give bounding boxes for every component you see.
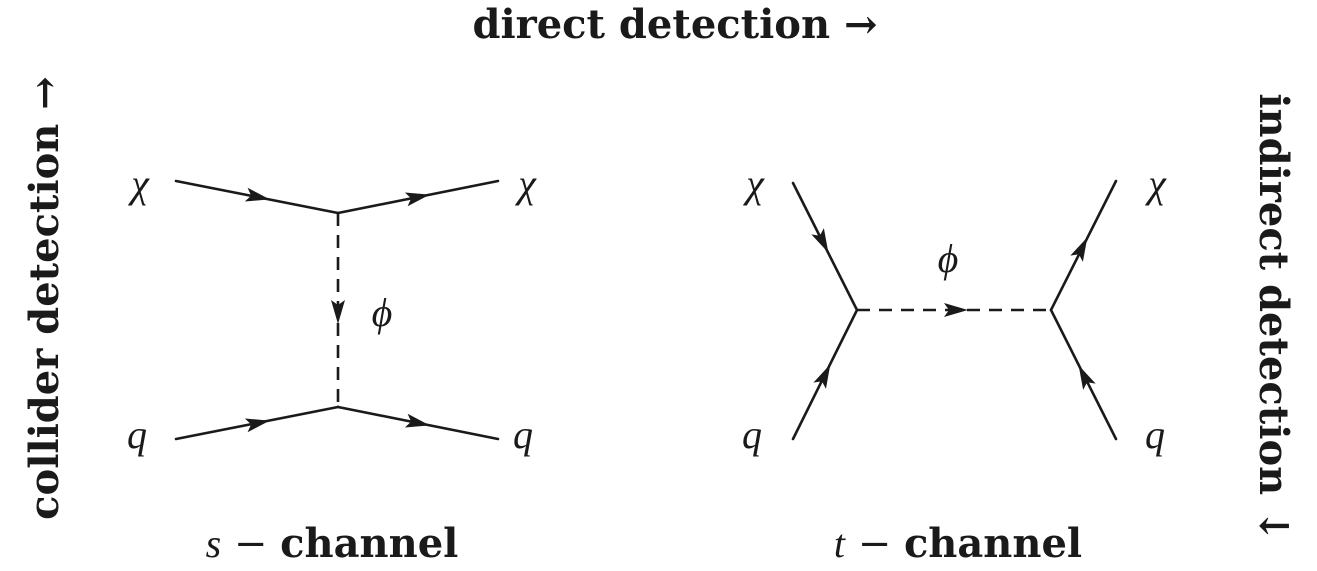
t-phi-label: ϕ [938, 236, 959, 281]
s-arrow-icon [404, 413, 430, 428]
s-chi-in-label: χ [127, 161, 150, 206]
s-arrow-icon [404, 192, 430, 207]
s-q-in-label: q [127, 412, 147, 457]
indirect-detection-label: indirect detection ↓ [1250, 93, 1297, 542]
t-q-out-label: q [1145, 412, 1165, 457]
collider-detection-label: collider detection → [21, 76, 68, 520]
s-phi-label: ϕ [372, 290, 393, 335]
s-channel-caption: s − channel [206, 520, 459, 567]
s-chi-out-label: χ [514, 161, 537, 206]
s-arrow-icon [331, 300, 345, 324]
t-arrow-icon [1078, 365, 1096, 390]
t-arrow-icon [1070, 237, 1088, 262]
t-arrow-icon [944, 303, 968, 317]
s-q-out-label: q [513, 412, 533, 457]
t-arrow-icon [811, 228, 829, 253]
direct-detection-label: direct detection → [472, 1, 877, 48]
t-channel-caption: t − channel [834, 520, 1082, 567]
t-arrow-icon [813, 364, 831, 389]
s-channel-diagram: χ χ q q ϕ s − channel [127, 161, 537, 567]
s-arrow-icon [244, 187, 270, 202]
t-chi-out-label: χ [1144, 161, 1167, 206]
t-channel-diagram: χ χ q q ϕ t − channel [742, 161, 1167, 567]
t-q-in-label: q [742, 412, 762, 457]
s-arrow-icon [244, 418, 270, 433]
t-chi-in-label: χ [742, 161, 765, 206]
